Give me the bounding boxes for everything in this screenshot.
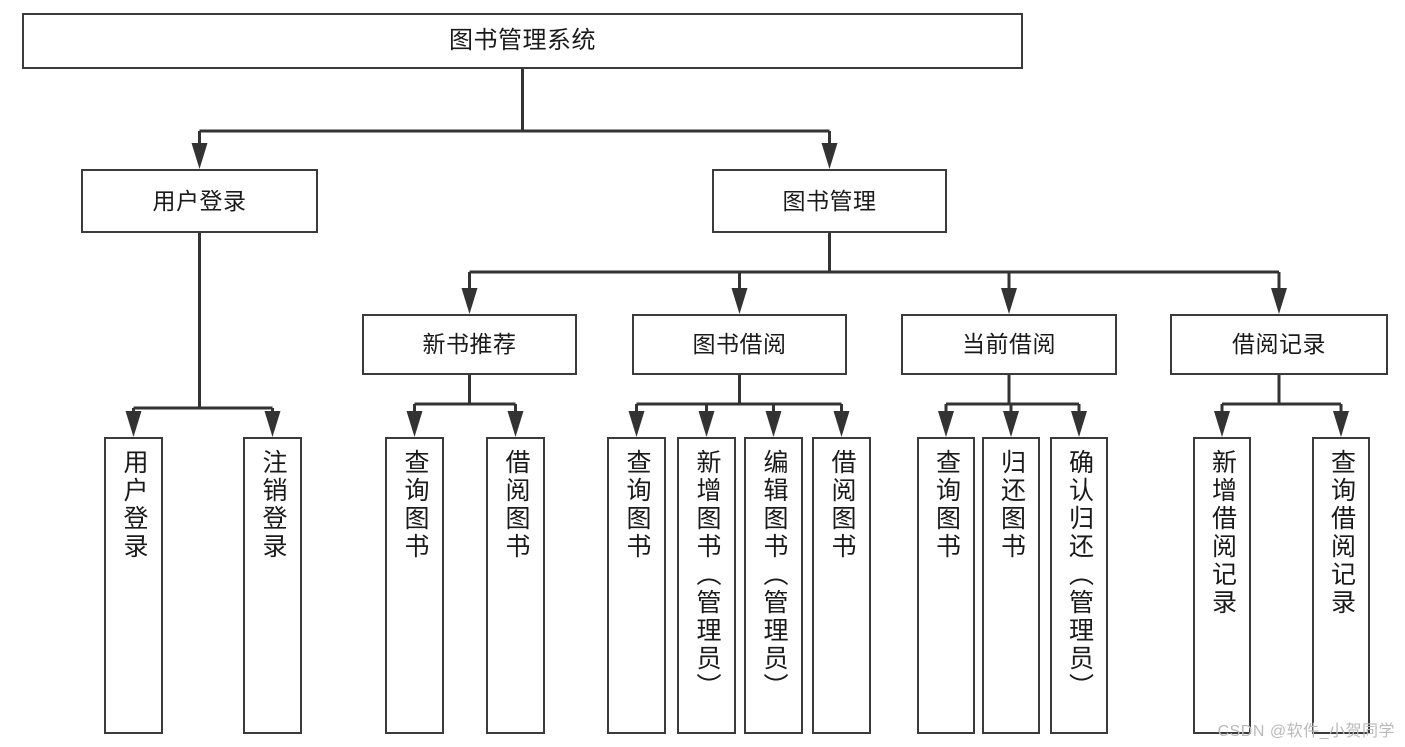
node-label: 借阅图书 — [828, 449, 856, 561]
node-label: 查询图书 — [623, 449, 651, 561]
arrowhead-icon — [1001, 288, 1017, 314]
node-login[interactable]: 用户登录 — [81, 169, 318, 233]
edge-group — [125, 69, 1349, 437]
node-label: 新增图书（管理员） — [693, 449, 721, 701]
node-label: 新增借阅记录 — [1208, 449, 1237, 617]
node-leaf-new-1[interactable]: 查询图书 — [385, 437, 444, 734]
node-leaf-rec-2[interactable]: 查询借阅记录 — [1312, 437, 1370, 734]
arrowhead-icon — [507, 411, 524, 437]
node-label: 图书管理系统 — [449, 27, 596, 55]
node-label: 确认归还（管理员） — [1065, 449, 1094, 701]
arrowhead-icon — [1003, 411, 1019, 437]
node-label: 用户登录 — [152, 187, 247, 214]
node-label: 当前借阅 — [962, 331, 1056, 358]
node-label: 编辑图书（管理员） — [760, 449, 788, 701]
arrowhead-icon — [628, 411, 645, 437]
node-bookmgr[interactable]: 图书管理 — [712, 169, 947, 233]
node-label: 图书管理 — [782, 187, 877, 214]
node-newbook[interactable]: 新书推荐 — [362, 314, 577, 375]
arrowhead-icon — [765, 411, 782, 437]
node-records[interactable]: 借阅记录 — [1170, 314, 1388, 375]
arrowhead-icon — [833, 411, 850, 437]
node-root[interactable]: 图书管理系统 — [22, 13, 1023, 69]
node-leaf-bor-4[interactable]: 借阅图书 — [812, 437, 871, 734]
node-label: 注销登录 — [259, 449, 287, 561]
node-leaf-bor-3[interactable]: 编辑图书（管理员） — [744, 437, 803, 734]
node-label: 查询借阅记录 — [1327, 449, 1356, 617]
arrowhead-icon — [1214, 411, 1230, 437]
arrowhead-icon — [125, 411, 142, 437]
arrowhead-icon — [461, 288, 478, 314]
arrowhead-icon — [191, 143, 208, 169]
arrowhead-icon — [1333, 411, 1349, 437]
node-leaf-new-2[interactable]: 借阅图书 — [486, 437, 545, 734]
arrowhead-icon — [1071, 411, 1087, 437]
node-leaf-cur-1[interactable]: 查询图书 — [917, 437, 975, 734]
node-label: 借阅图书 — [502, 449, 530, 561]
arrowhead-icon — [698, 411, 715, 437]
arrowhead-icon — [821, 143, 838, 169]
arrowhead-icon — [1271, 288, 1287, 314]
node-leaf-cur-3[interactable]: 确认归还（管理员） — [1050, 437, 1108, 734]
node-label: 查询图书 — [932, 449, 961, 561]
arrowhead-icon — [264, 411, 281, 437]
node-label: 归还图书 — [997, 449, 1026, 561]
node-leaf-cur-2[interactable]: 归还图书 — [982, 437, 1040, 734]
node-borrow[interactable]: 图书借阅 — [632, 314, 847, 375]
node-label: 查询图书 — [401, 449, 429, 561]
node-leaf-bor-2[interactable]: 新增图书（管理员） — [677, 437, 736, 734]
arrowhead-icon — [938, 411, 954, 437]
node-leaf-login-1[interactable]: 用户登录 — [104, 437, 163, 734]
node-label: 图书借阅 — [692, 331, 787, 358]
node-label: 借阅记录 — [1232, 331, 1326, 358]
node-current[interactable]: 当前借阅 — [901, 314, 1117, 375]
node-label: 用户登录 — [120, 449, 148, 561]
node-leaf-rec-1[interactable]: 新增借阅记录 — [1193, 437, 1251, 734]
node-leaf-bor-1[interactable]: 查询图书 — [607, 437, 666, 734]
node-label: 新书推荐 — [422, 331, 517, 358]
arrowhead-icon — [406, 411, 423, 437]
arrowhead-icon — [731, 288, 748, 314]
node-leaf-login-2[interactable]: 注销登录 — [243, 437, 302, 734]
